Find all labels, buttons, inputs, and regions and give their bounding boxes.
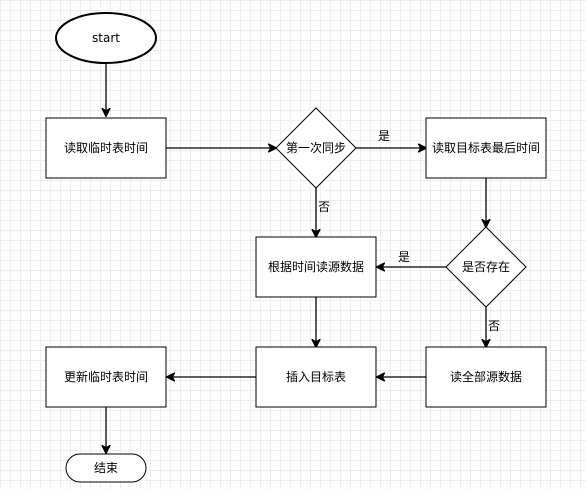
read-temp-time-node[interactable]: 读取临时表时间 [45,117,167,179]
read-all-source-node[interactable]: 读全部源数据 [425,346,547,408]
update-temp-time-label: 更新临时表时间 [64,369,148,384]
update-temp-time-node[interactable]: 更新临时表时间 [45,346,167,408]
edge-label-exists-no: 否 [488,319,500,333]
start-node[interactable]: start [55,12,157,64]
insert-target-node[interactable]: 插入目标表 [255,346,377,408]
read-target-last-time-node[interactable]: 读取目标表最后时间 [425,117,547,179]
first-sync-decision[interactable]: 第一次同步 [275,107,357,189]
read-source-by-time-label: 根据时间读源数据 [268,259,364,274]
edge-label-first-sync-no: 否 [318,200,330,214]
first-sync-label: 第一次同步 [286,141,346,155]
edge-label-first-sync-yes: 是 [378,129,390,143]
read-temp-time-label: 读取临时表时间 [64,141,148,155]
read-source-by-time-node[interactable]: 根据时间读源数据 [255,236,377,298]
edge-labels: 是 否 是 否 [318,129,500,333]
read-target-last-time-label: 读取目标表最后时间 [432,141,540,155]
start-node-label: start [92,31,120,45]
nodes: start 读取临时表时间 第一次同步 读取目标表最后时间 根据时间读源数据 是… [45,12,547,483]
read-all-source-label: 读全部源数据 [450,369,522,384]
exists-label: 是否存在 [462,260,510,274]
exists-decision[interactable]: 是否存在 [445,226,527,308]
end-node-label: 结束 [94,461,118,475]
edges [106,63,486,453]
edge-label-exists-yes: 是 [398,250,410,264]
end-node[interactable]: 结束 [65,453,147,483]
insert-target-label: 插入目标表 [286,370,346,384]
